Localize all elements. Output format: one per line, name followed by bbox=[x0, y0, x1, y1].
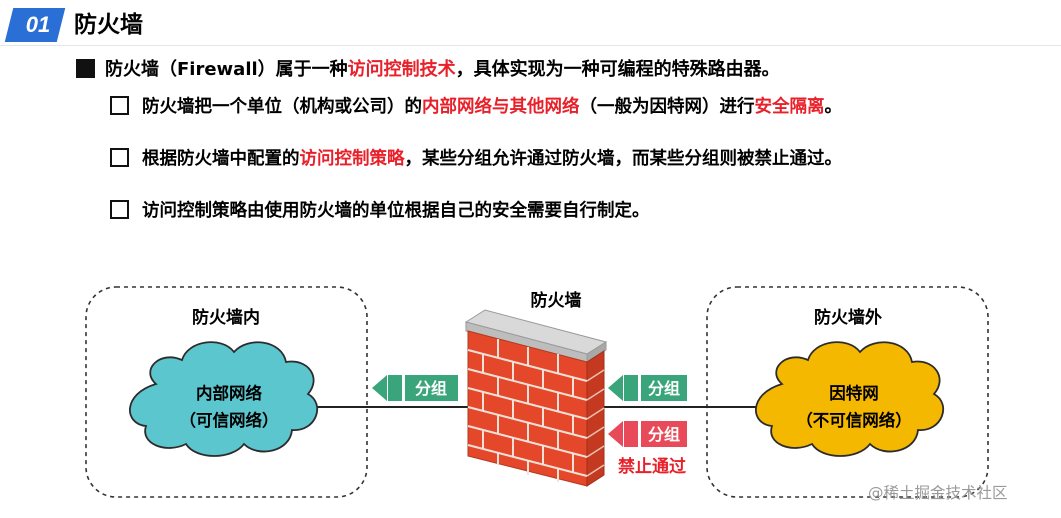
checkbox-square-icon bbox=[110, 95, 129, 115]
main-bullet-text-end: ，具体实现为一种可编程的特殊路由器。 bbox=[455, 59, 780, 80]
trusted-network-cloud-icon bbox=[129, 341, 319, 457]
packet-arrow-right-allowed-icon bbox=[608, 375, 687, 401]
untrusted-network-cloud-icon bbox=[755, 341, 945, 457]
filled-square-bullet-icon bbox=[76, 58, 95, 78]
sub-bullet-3: 访问控制策略由使用防火墙的单位根据自己的安全需要自行制定。 bbox=[110, 196, 650, 222]
packet-label-left: 分组 bbox=[415, 379, 447, 398]
sub-bullet-2: 根据防火墙中配置的访问控制策略，某些分组允许通过防火墙，而某些分组则被禁止通过。 bbox=[110, 144, 842, 170]
section-title: 防火墙 bbox=[74, 12, 143, 38]
sub-bullet-text: 根据防火墙中配置的 bbox=[142, 148, 300, 169]
inside-cloud-label-1: 内部网络 bbox=[196, 383, 263, 403]
inside-cloud-label-2: （可信网络） bbox=[180, 410, 279, 430]
inside-zone-label: 防火墙内 bbox=[192, 307, 260, 328]
sub-bullet-text: 。 bbox=[824, 96, 843, 117]
firewall-label: 防火墙 bbox=[531, 290, 582, 311]
outside-cloud-label-2: （不可信网络） bbox=[796, 410, 912, 430]
checkbox-square-icon bbox=[110, 147, 129, 167]
packet-arrow-right-blocked-icon bbox=[608, 421, 687, 447]
sub-bullet-highlight: 内部网络与其他网络 bbox=[422, 96, 580, 117]
sub-bullet-highlight: 访问控制策略 bbox=[299, 148, 405, 169]
section-number: 01 bbox=[25, 12, 51, 37]
sub-bullet-text: ，某些分组允许通过防火墙，而某些分组则被禁止通过。 bbox=[404, 148, 843, 169]
outside-zone-box bbox=[706, 286, 989, 498]
inside-zone-box bbox=[85, 286, 368, 498]
sub-bullet-text: 访问控制策略由使用防火墙的单位根据自己的安全需要自行制定。 bbox=[142, 200, 650, 221]
main-bullet-highlight: 访问控制技术 bbox=[347, 59, 456, 80]
outside-zone-label: 防火墙外 bbox=[814, 307, 882, 328]
packet-label-right-allowed: 分组 bbox=[648, 379, 680, 398]
watermark: @稀土掘金技术社区 bbox=[868, 484, 1008, 502]
outside-cloud-label-1: 因特网 bbox=[829, 383, 879, 403]
sub-bullet-1: 防火墙把一个单位（机构或公司）的内部网络与其他网络（一般为因特网）进行安全隔离。 bbox=[110, 92, 842, 118]
brick-wall-icon bbox=[464, 309, 608, 487]
sub-bullet-text: 防火墙把一个单位（机构或公司）的 bbox=[142, 96, 422, 117]
packet-label-right-blocked: 分组 bbox=[648, 425, 680, 444]
blocked-label: 禁止通过 bbox=[618, 456, 686, 477]
title-divider bbox=[0, 45, 1061, 46]
sub-bullet-text: （一般为因特网）进行 bbox=[579, 96, 755, 117]
main-bullet: 防火墙（Firewall）属于一种访问控制技术，具体实现为一种可编程的特殊路由器… bbox=[76, 55, 780, 81]
packet-arrow-left-icon bbox=[372, 375, 458, 401]
sub-bullet-highlight: 安全隔离 bbox=[754, 96, 825, 117]
checkbox-square-icon bbox=[110, 199, 129, 219]
main-bullet-text: 防火墙（Firewall）属于一种 bbox=[105, 59, 348, 80]
